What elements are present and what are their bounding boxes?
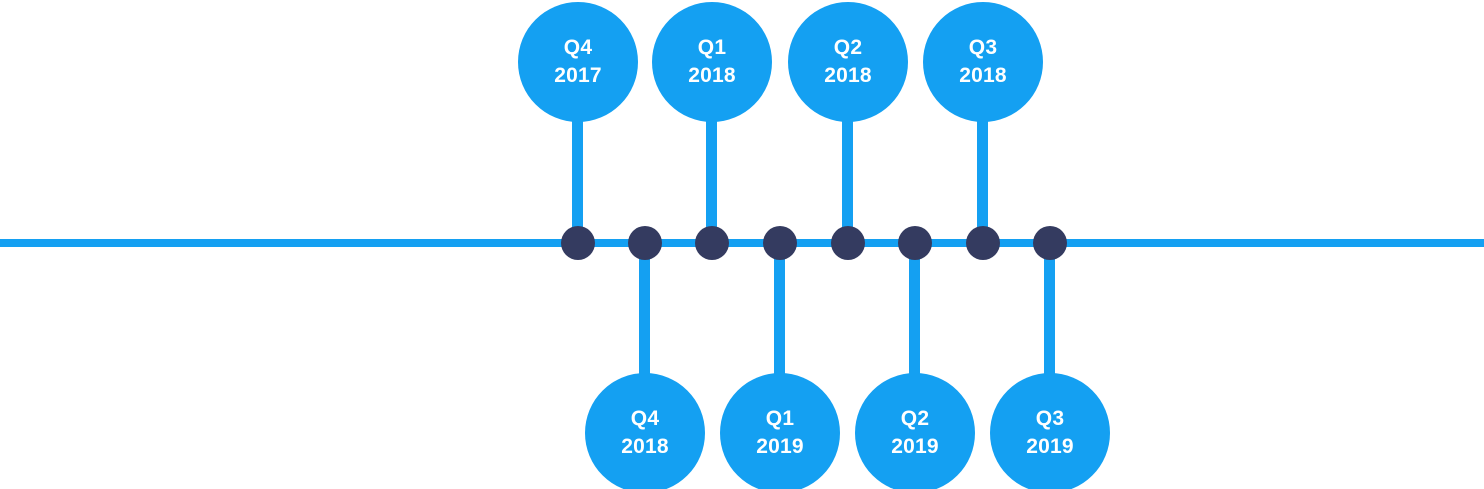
milestone-year-label: 2019 bbox=[1026, 435, 1074, 458]
milestone-quarter-label: Q4 bbox=[630, 407, 660, 430]
milestone-circle: Q4 2018 bbox=[585, 373, 705, 489]
milestone-circle: Q2 2019 bbox=[855, 373, 975, 489]
milestone-circle: Q4 2017 bbox=[518, 2, 638, 122]
milestone-circle: Q1 2019 bbox=[720, 373, 840, 489]
milestone-year-label: 2018 bbox=[959, 64, 1007, 87]
milestone-quarter-label: Q4 bbox=[563, 36, 593, 59]
timeline-axis-line bbox=[0, 239, 1484, 247]
milestone-stem bbox=[842, 107, 853, 243]
milestone-stem bbox=[639, 243, 650, 383]
milestone-year-label: 2018 bbox=[688, 64, 736, 87]
milestone-junction-dot bbox=[695, 226, 729, 260]
milestone-circle: Q1 2018 bbox=[652, 2, 772, 122]
milestone-stem bbox=[774, 243, 785, 383]
milestone-junction-dot bbox=[561, 226, 595, 260]
milestone-quarter-label: Q1 bbox=[765, 407, 795, 430]
milestone-junction-dot bbox=[763, 226, 797, 260]
milestone-quarter-label: Q3 bbox=[968, 36, 998, 59]
milestone-year-label: 2018 bbox=[621, 435, 669, 458]
milestone-junction-dot bbox=[1033, 226, 1067, 260]
milestone-junction-dot bbox=[831, 226, 865, 260]
milestone-circle: Q2 2018 bbox=[788, 2, 908, 122]
milestone-year-label: 2019 bbox=[756, 435, 804, 458]
milestone-year-label: 2017 bbox=[554, 64, 602, 87]
milestone-junction-dot bbox=[628, 226, 662, 260]
milestone-stem bbox=[977, 107, 988, 243]
milestone-circle: Q3 2018 bbox=[923, 2, 1043, 122]
milestone-junction-dot bbox=[898, 226, 932, 260]
milestone-year-label: 2019 bbox=[891, 435, 939, 458]
milestone-junction-dot bbox=[966, 226, 1000, 260]
milestone-quarter-label: Q3 bbox=[1035, 407, 1065, 430]
milestone-quarter-label: Q2 bbox=[833, 36, 863, 59]
milestone-quarter-label: Q1 bbox=[697, 36, 727, 59]
milestone-stem bbox=[572, 107, 583, 243]
milestone-stem bbox=[1044, 243, 1055, 383]
milestone-year-label: 2018 bbox=[824, 64, 872, 87]
milestone-quarter-label: Q2 bbox=[900, 407, 930, 430]
milestone-stem bbox=[706, 107, 717, 243]
milestone-stem bbox=[909, 243, 920, 383]
milestone-circle: Q3 2019 bbox=[990, 373, 1110, 489]
